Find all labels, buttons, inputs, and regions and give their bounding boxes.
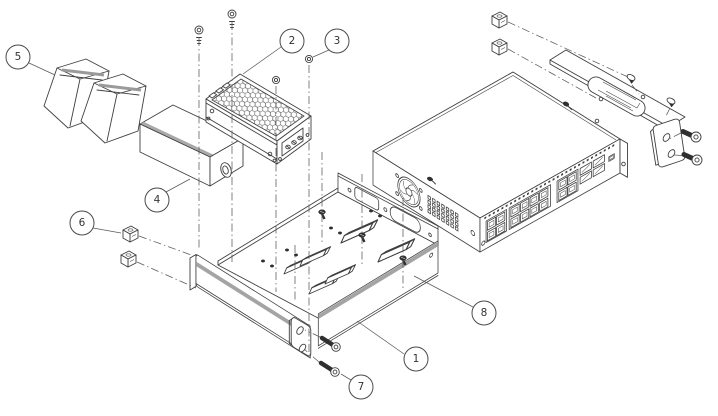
screw — [304, 54, 314, 64]
wedge-block-2 — [80, 73, 147, 144]
callout-8: 8 — [413, 275, 497, 326]
floor-holes — [260, 209, 383, 268]
psu-terminal-screws — [285, 135, 303, 150]
power-supply-cover-box — [139, 104, 244, 187]
rack-tray — [189, 172, 439, 359]
usb-port — [608, 153, 615, 162]
cap-screws-right — [667, 129, 703, 166]
sfp-port-block — [579, 154, 605, 185]
cage-clip — [491, 38, 508, 56]
cage-clips-top — [491, 11, 629, 99]
switch-fan-face — [372, 150, 481, 253]
callout-1: 1 — [356, 320, 429, 372]
screw — [194, 25, 204, 44]
callout-3: 3 — [312, 28, 350, 58]
countersunk-screws — [626, 73, 676, 118]
cage-clips-bottom — [120, 225, 197, 289]
switch-ports-face — [479, 138, 621, 253]
switch-top-screws — [427, 101, 600, 185]
rj45-port-group-b — [508, 184, 551, 231]
network-switch — [372, 71, 628, 253]
callout-number: 1 — [413, 353, 420, 365]
mounting-bracket-arm — [549, 49, 703, 168]
side-vent-grid — [427, 194, 459, 232]
callout-7: 7 — [340, 373, 374, 400]
callout-5: 5 — [5, 44, 56, 76]
callouts: 5 2 3 4 6 8 1 7 — [5, 28, 497, 400]
bracket-end-plate — [650, 118, 686, 168]
callout-number: 6 — [79, 217, 86, 229]
assembly-axis-lines — [198, 22, 404, 356]
cage-clip — [491, 11, 508, 29]
rj45-port-group-a — [485, 209, 507, 244]
psu-mounting-screws — [194, 9, 314, 85]
callout-number: 5 — [15, 51, 22, 63]
callout-number: 3 — [334, 35, 341, 47]
cage-clip — [120, 250, 137, 268]
tray-front-panel — [189, 254, 311, 359]
tray-back-wall — [337, 172, 439, 246]
callout-number: 8 — [481, 307, 488, 319]
callout-6: 6 — [69, 210, 122, 236]
cage-clip — [122, 225, 139, 243]
callout-number: 4 — [154, 194, 161, 206]
rj45-port-group-c — [556, 168, 579, 204]
callout-2: 2 — [242, 28, 305, 75]
screw — [271, 75, 281, 85]
psu-edge-connectors — [208, 82, 231, 99]
lance-tabs — [283, 219, 416, 295]
rack-ear — [288, 317, 312, 357]
callout-4: 4 — [144, 178, 191, 213]
wedge-blocks — [43, 58, 147, 144]
tray-right-wall — [317, 240, 439, 349]
fan-icon — [395, 173, 423, 211]
screw — [227, 9, 237, 28]
callout-number: 7 — [358, 381, 365, 393]
callout-number: 2 — [289, 35, 296, 47]
rack-ear-screws — [303, 329, 341, 377]
